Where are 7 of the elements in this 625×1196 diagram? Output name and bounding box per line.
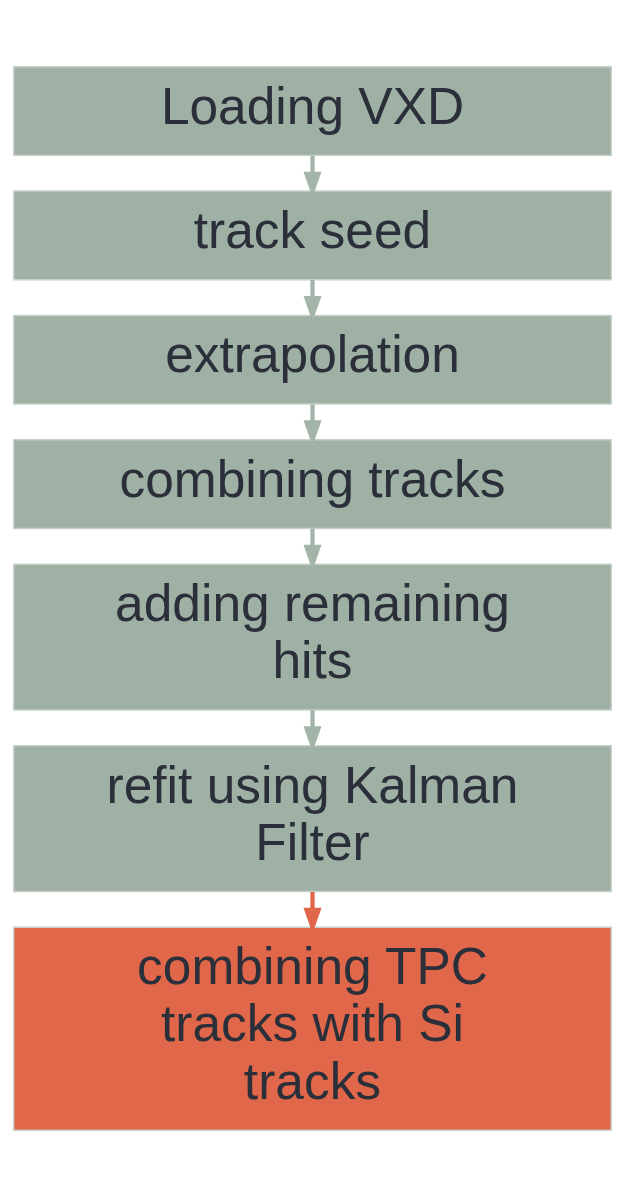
node-box: adding remaining hits: [13, 562, 612, 711]
node-box: Loading VXD: [13, 65, 612, 156]
node-box: refit using Kalman Filter: [13, 744, 612, 892]
node-box: extrapolation: [13, 314, 612, 405]
node-box: combining TPC tracks with Si tracks: [13, 926, 612, 1131]
node-box: combining tracks: [13, 438, 612, 529]
node-box: track seed: [13, 189, 612, 280]
